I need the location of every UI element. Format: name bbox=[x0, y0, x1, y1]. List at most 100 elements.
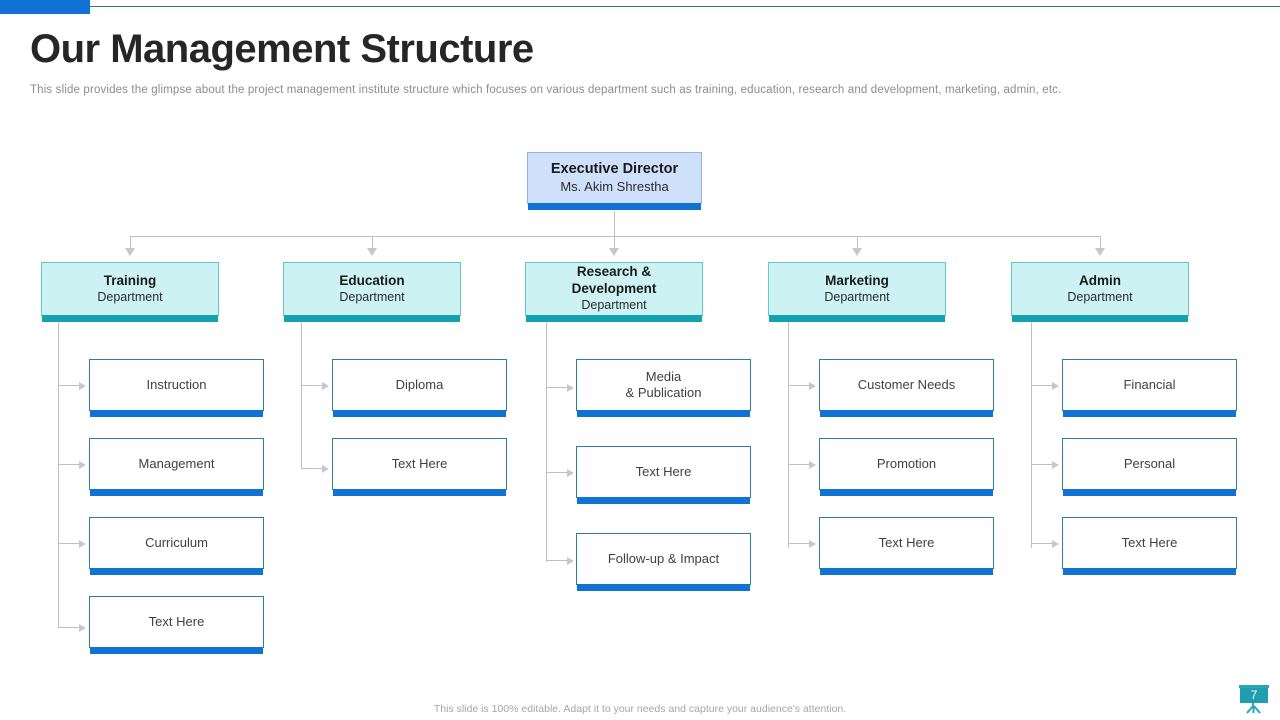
node-child-admin-3[interactable]: Text Here bbox=[1062, 517, 1239, 584]
connector-stub-training-2 bbox=[58, 464, 80, 465]
connector-spine-education bbox=[301, 322, 302, 469]
top-accent-tab bbox=[0, 0, 90, 14]
page-title: Our Management Structure bbox=[30, 27, 534, 71]
connector-stub-training-3 bbox=[58, 543, 80, 544]
connector-spine-training bbox=[58, 322, 59, 627]
node-child-training-2[interactable]: Management bbox=[89, 438, 266, 505]
node-accent-bar bbox=[333, 489, 506, 496]
arrow-down-education bbox=[367, 248, 377, 256]
child-label: Diploma bbox=[395, 377, 444, 393]
node-accent-bar bbox=[284, 315, 460, 322]
arrow-right-training-3 bbox=[79, 540, 86, 548]
connector-stub-training-4 bbox=[58, 627, 80, 628]
node-child-education-1[interactable]: Diploma bbox=[332, 359, 509, 426]
presentation-screen-icon bbox=[1239, 685, 1269, 714]
executive-director-title: Executive Director bbox=[550, 160, 679, 177]
node-child-admin-2[interactable]: Personal bbox=[1062, 438, 1239, 505]
arrow-right-admin-1 bbox=[1052, 382, 1059, 390]
node-accent-bar bbox=[1063, 568, 1236, 575]
child-label: Follow-up & Impact bbox=[607, 551, 720, 567]
node-child-admin-1[interactable]: Financial bbox=[1062, 359, 1239, 426]
node-child-training-4[interactable]: Text Here bbox=[89, 596, 266, 663]
connector-drop-marketing bbox=[857, 236, 858, 250]
connector-spine-marketing bbox=[788, 322, 789, 548]
node-accent-bar bbox=[1063, 410, 1236, 417]
arrow-right-training-2 bbox=[79, 461, 86, 469]
page-number: 7 bbox=[1250, 688, 1258, 702]
node-accent-bar bbox=[1012, 315, 1188, 322]
connector-spine-research bbox=[546, 322, 547, 562]
arrow-right-research-1 bbox=[567, 384, 574, 392]
connector-drop-admin bbox=[1100, 236, 1101, 250]
node-department-marketing[interactable]: Marketing Department bbox=[768, 262, 948, 331]
child-label: Personal bbox=[1123, 456, 1176, 472]
department-name: Marketing bbox=[825, 272, 889, 288]
connector-stub-research-2 bbox=[546, 472, 568, 473]
department-label: Department bbox=[1067, 290, 1133, 305]
node-child-training-3[interactable]: Curriculum bbox=[89, 517, 266, 584]
child-label: Text Here bbox=[635, 464, 692, 480]
arrow-right-marketing-3 bbox=[809, 540, 816, 548]
node-accent-bar bbox=[526, 315, 702, 322]
arrow-down-research bbox=[609, 248, 619, 256]
page-number-badge: 7 bbox=[1238, 684, 1270, 714]
arrow-right-education-1 bbox=[322, 382, 329, 390]
node-department-training[interactable]: Training Department bbox=[41, 262, 221, 331]
child-label: Curriculum bbox=[145, 535, 208, 551]
node-accent-bar bbox=[820, 489, 993, 496]
node-executive-director[interactable]: Executive Director Ms. Akim Shrestha bbox=[527, 152, 704, 219]
node-child-marketing-2[interactable]: Promotion bbox=[819, 438, 996, 505]
child-label: Text Here bbox=[391, 456, 448, 472]
connector-stub-marketing-2 bbox=[788, 464, 810, 465]
node-accent-bar bbox=[577, 497, 750, 504]
child-label-line2: & Publication bbox=[625, 385, 702, 400]
child-label: Text Here bbox=[1121, 535, 1178, 551]
node-accent-bar bbox=[42, 315, 218, 322]
department-label: Department bbox=[339, 290, 405, 305]
department-name: Education bbox=[339, 272, 405, 288]
node-accent-bar bbox=[90, 568, 263, 575]
arrow-right-marketing-1 bbox=[809, 382, 816, 390]
page-subtitle: This slide provides the glimpse about th… bbox=[30, 84, 1062, 96]
node-accent-bar bbox=[769, 315, 945, 322]
connector-spine-admin bbox=[1031, 322, 1032, 548]
arrow-down-training bbox=[125, 248, 135, 256]
node-child-research-3[interactable]: Follow-up & Impact bbox=[576, 533, 753, 600]
arrow-right-training-1 bbox=[79, 382, 86, 390]
arrow-right-research-2 bbox=[567, 469, 574, 477]
connector-drop-training bbox=[130, 236, 131, 250]
connector-stub-research-1 bbox=[546, 387, 568, 388]
node-child-training-1[interactable]: Instruction bbox=[89, 359, 266, 426]
connector-stub-admin-3 bbox=[1031, 543, 1053, 544]
node-accent-bar bbox=[90, 410, 263, 417]
child-label-line1: Media bbox=[645, 369, 682, 385]
department-label: Department bbox=[581, 298, 647, 313]
node-child-research-1[interactable]: Media & Publication bbox=[576, 359, 753, 426]
node-accent-bar bbox=[820, 410, 993, 417]
arrow-down-marketing bbox=[852, 248, 862, 256]
connector-exec-stem bbox=[614, 211, 615, 236]
node-accent-bar bbox=[1063, 489, 1236, 496]
node-child-research-2[interactable]: Text Here bbox=[576, 446, 753, 513]
node-child-marketing-1[interactable]: Customer Needs bbox=[819, 359, 996, 426]
connector-stub-admin-2 bbox=[1031, 464, 1053, 465]
child-label: Management bbox=[138, 456, 215, 472]
node-child-education-2[interactable]: Text Here bbox=[332, 438, 509, 505]
node-department-admin[interactable]: Admin Department bbox=[1011, 262, 1191, 331]
child-label: Customer Needs bbox=[857, 377, 956, 393]
child-label: Financial bbox=[1123, 377, 1176, 393]
department-label: Department bbox=[824, 290, 890, 305]
executive-director-name: Ms. Akim Shrestha bbox=[560, 179, 669, 195]
department-name: Admin bbox=[1079, 272, 1121, 288]
child-label: Text Here bbox=[878, 535, 935, 551]
node-child-marketing-3[interactable]: Text Here bbox=[819, 517, 996, 584]
node-department-education[interactable]: Education Department bbox=[283, 262, 463, 331]
top-rule-divider bbox=[0, 6, 1280, 7]
connector-stub-training-1 bbox=[58, 385, 80, 386]
node-department-research-development[interactable]: Research & Development Department bbox=[525, 262, 705, 331]
department-name: Training bbox=[103, 272, 157, 288]
connector-stub-research-3 bbox=[546, 560, 568, 561]
node-accent-bar bbox=[90, 647, 263, 654]
connector-stub-education-2 bbox=[301, 468, 323, 469]
